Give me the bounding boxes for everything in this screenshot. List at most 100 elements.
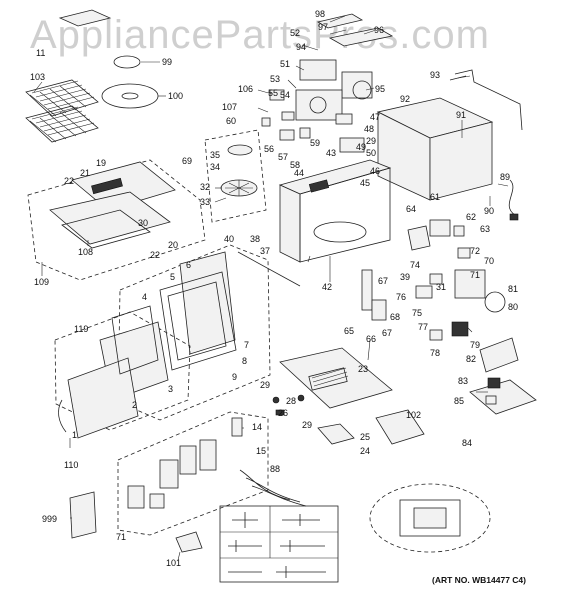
callout-9: 9 (232, 372, 237, 382)
callout-63: 63 (480, 224, 490, 234)
callout-65: 65 (344, 326, 354, 336)
callout-39: 39 (400, 272, 410, 282)
callout-96: 96 (374, 25, 384, 35)
wire-harness-part (239, 469, 307, 507)
callout-4: 4 (142, 292, 147, 302)
control-panel-frame-part (49, 191, 171, 249)
callout-2: 2 (132, 400, 137, 410)
callout-55: 55 (268, 88, 278, 98)
high-voltage-parts (407, 219, 506, 341)
turntable-glass-tray-part (101, 83, 159, 109)
callout-91: 91 (456, 110, 466, 120)
callout-61: 61 (430, 192, 440, 202)
callout-68: 68 (390, 312, 400, 322)
callout-28: 28 (286, 396, 296, 406)
callout-76: 76 (396, 292, 406, 302)
callout-34: 34 (210, 162, 220, 172)
callout-33: 33 (200, 197, 210, 207)
callout-32: 32 (200, 182, 210, 192)
vent-grille-part (316, 13, 394, 47)
callout-60: 60 (226, 116, 236, 126)
stirrer-group-outline (204, 129, 267, 223)
callout-71-bottom: 71 (116, 532, 126, 542)
fan-motor-assembly-part (295, 59, 373, 121)
stirrer-cover-part (220, 144, 258, 197)
callout-20: 20 (168, 240, 178, 250)
callout-57: 57 (278, 152, 288, 162)
door-handle-part (58, 399, 67, 433)
callout-79: 79 (470, 340, 480, 350)
callout-22-bottom: 22 (150, 250, 160, 260)
callout-44: 44 (294, 168, 304, 178)
callout-31: 31 (436, 282, 446, 292)
watermark-text: AppliancePartsPros.com (30, 13, 490, 57)
callout-21: 21 (80, 168, 90, 178)
bracket-parts (261, 89, 365, 153)
callout-37: 37 (260, 246, 270, 256)
callout-88: 88 (270, 464, 280, 474)
power-cord-part (508, 179, 519, 221)
callout-102: 102 (406, 410, 421, 420)
callout-52: 52 (290, 28, 300, 38)
callout-69: 69 (182, 156, 192, 166)
callout-1: 1 (72, 430, 77, 440)
electronics-group-outline (117, 411, 269, 536)
callout-94: 94 (296, 42, 306, 52)
callout-107: 107 (222, 102, 237, 112)
callout-93: 93 (430, 70, 440, 80)
callout-999: 999 (42, 514, 57, 524)
mounting-template-inset (369, 483, 491, 553)
callout-75: 75 (412, 308, 422, 318)
callout-74: 74 (410, 260, 420, 270)
callout-83: 83 (458, 376, 468, 386)
callout-19: 19 (96, 158, 106, 168)
callout-7: 7 (244, 340, 249, 350)
callout-22-top: 22 (64, 176, 74, 186)
callout-labels: 98 97 96 52 51 53 54 95 94 106 55 107 60… (30, 9, 518, 568)
callout-8: 8 (242, 356, 247, 366)
door-panel-part (67, 305, 169, 439)
callout-81: 81 (508, 284, 518, 294)
door-frame-part (159, 251, 237, 371)
callout-72: 72 (470, 246, 480, 256)
callout-92: 92 (400, 94, 410, 104)
callout-53: 53 (270, 74, 280, 84)
callout-51: 51 (280, 59, 290, 69)
top-tray-part (58, 9, 112, 27)
callout-101: 101 (166, 558, 181, 568)
door-group-outline (117, 244, 271, 421)
callout-29-top: 29 (366, 136, 376, 146)
callout-25: 25 (360, 432, 370, 442)
callout-99: 99 (162, 57, 172, 67)
fan-assembly-right-part (469, 377, 537, 415)
outer-cabinet-part (376, 97, 494, 201)
callout-38: 38 (250, 234, 260, 244)
callout-48: 48 (364, 124, 374, 134)
callout-82: 82 (466, 354, 476, 364)
charcoal-filter-part (317, 409, 425, 445)
callout-58: 58 (290, 160, 300, 170)
art-number-label: (ART NO. WB14477 C4) (432, 575, 526, 585)
owners-manual-part (69, 491, 97, 539)
leader-lines (33, 15, 509, 561)
callout-30: 30 (138, 218, 148, 228)
callout-64: 64 (406, 204, 416, 214)
callout-77: 77 (418, 322, 428, 332)
callout-109: 109 (34, 277, 49, 287)
callout-110: 110 (64, 460, 78, 470)
callout-5: 5 (170, 272, 175, 282)
callout-45: 45 (360, 178, 370, 188)
antenna-rod-part (237, 251, 301, 287)
callout-90: 90 (484, 206, 494, 216)
callout-23: 23 (358, 364, 368, 374)
callout-89: 89 (500, 172, 510, 182)
callout-78: 78 (430, 348, 440, 358)
callout-56: 56 (264, 144, 274, 154)
callout-15: 15 (256, 446, 266, 456)
template-card-part (175, 531, 203, 553)
callout-85: 85 (454, 396, 464, 406)
callout-49: 49 (356, 142, 366, 152)
callout-71-right: 71 (470, 270, 480, 280)
latch-bracket-part (361, 269, 387, 321)
